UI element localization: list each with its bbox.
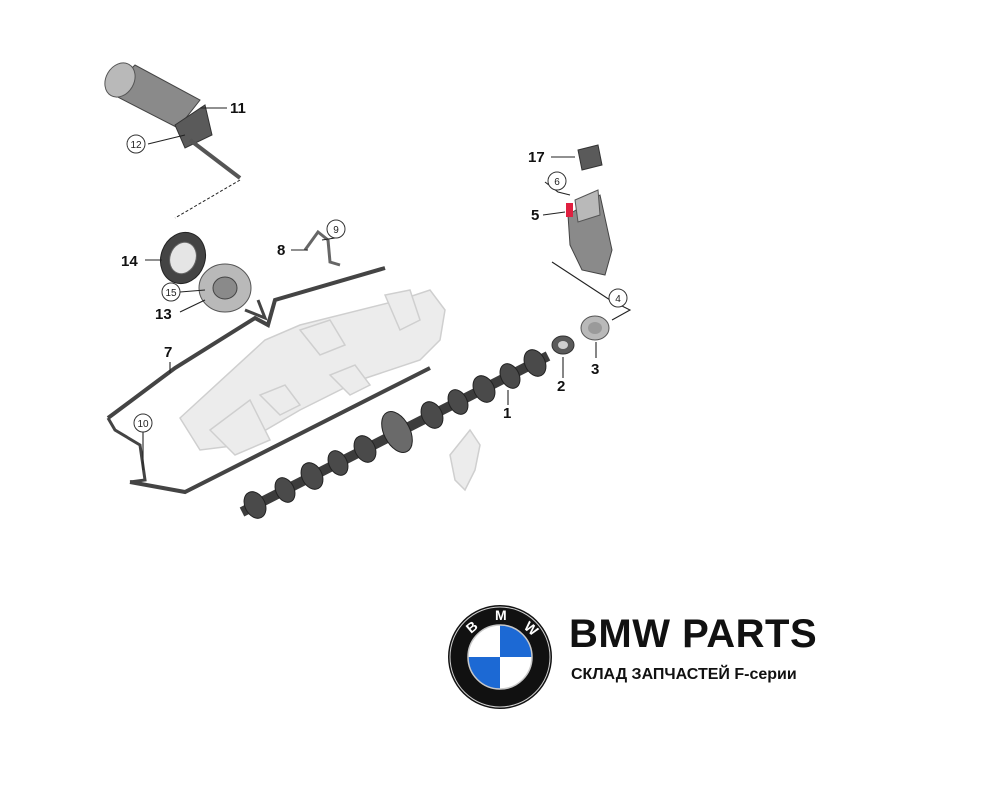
callout-11: 11 [230, 100, 246, 117]
highlight-seal-5 [566, 203, 573, 217]
seal-ring-2 [551, 335, 575, 355]
brand-subtitle: СКЛАД ЗАПЧАСТЕЙ F-серии [571, 666, 797, 683]
callout-13: 13 [155, 306, 172, 323]
callout-14: 14 [121, 253, 138, 270]
callout-17: 17 [528, 149, 545, 166]
logo-letter-m: M [495, 607, 507, 623]
bmw-logo: B M W [448, 605, 552, 709]
callout-5: 5 [531, 207, 539, 224]
eccentric-gear-13 [198, 263, 252, 313]
bearing-cap-3 [580, 315, 610, 341]
callout-8: 8 [277, 242, 285, 259]
callout-2: 2 [557, 378, 565, 395]
logo-quadrant-blue-2 [468, 657, 500, 689]
svg-text:12: 12 [130, 140, 142, 151]
svg-text:9: 9 [333, 225, 339, 236]
svg-text:10: 10 [137, 419, 149, 430]
callout-15: 15 [161, 282, 181, 302]
circled-callouts: 12 15 9 10 6 4 [126, 134, 628, 433]
brand-title: BMW PARTS [569, 612, 818, 656]
callout-3: 3 [591, 361, 599, 378]
clip-8 [303, 229, 341, 267]
logo-quadrant-blue-1 [500, 625, 532, 657]
callout-6: 6 [547, 171, 567, 191]
brand-block: B M W BMW PARTS СКЛАД ЗАПЧАСТЕЙ F-серии [447, 604, 867, 714]
callout-12: 12 [126, 134, 146, 154]
callout-1: 1 [503, 405, 511, 422]
callout-7: 7 [164, 344, 172, 361]
svg-text:4: 4 [615, 294, 621, 305]
callout-9: 9 [326, 219, 346, 239]
callout-10: 10 [133, 413, 153, 433]
ghost-frame [179, 289, 446, 456]
svg-text:6: 6 [554, 177, 560, 188]
ghost-bracket [449, 428, 481, 492]
oil-line-7 [106, 266, 431, 495]
callout-labels: 11 14 13 8 7 1 2 3 17 5 [121, 100, 599, 422]
camshaft-1 [239, 349, 551, 519]
sealing-ring-14 [159, 231, 207, 285]
callout-4: 4 [608, 288, 628, 308]
servomotor-11 [104, 62, 242, 180]
control-valve-assembly [566, 144, 613, 276]
svg-text:15: 15 [165, 288, 177, 299]
